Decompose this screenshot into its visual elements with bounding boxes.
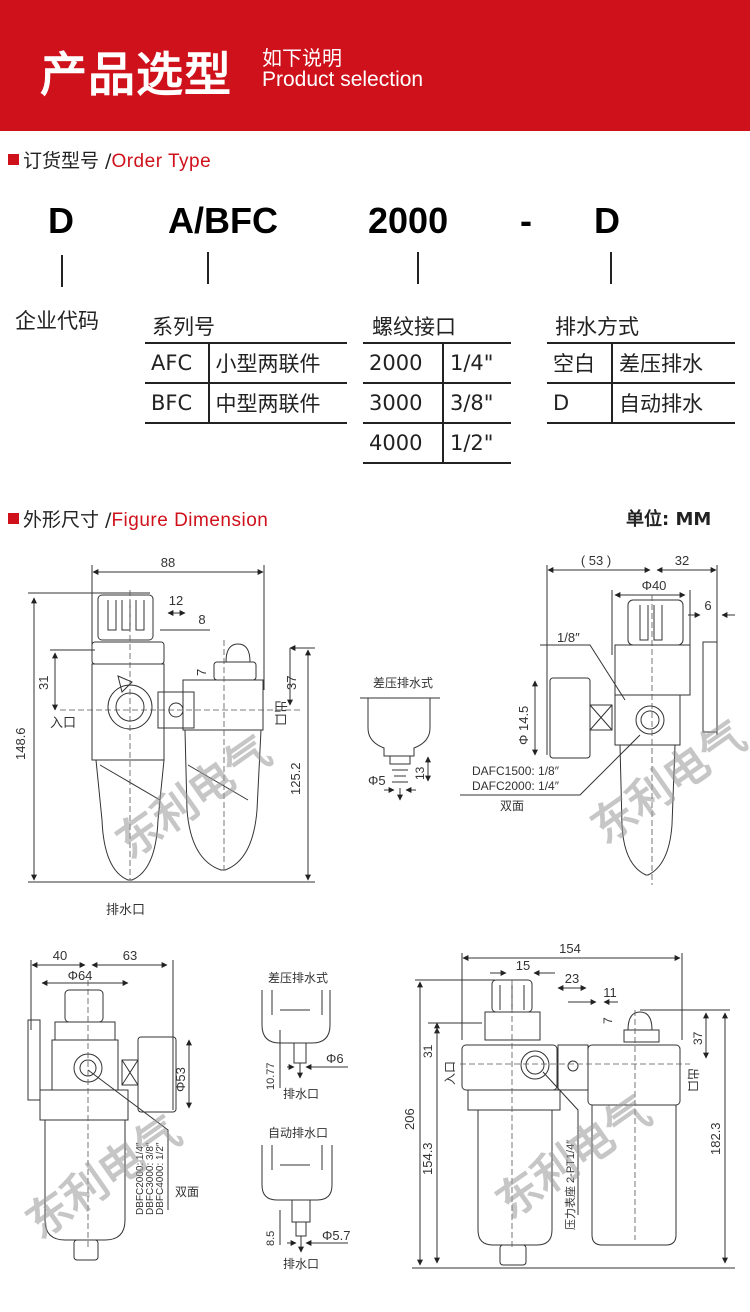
- drawing-afc-front: 88 12 8 7 31 37 148.6 125.2 入口 出口 排水口 东利…: [13, 555, 315, 917]
- dim-12: 12: [169, 593, 183, 608]
- note-dbfc4000: DBFC4000: 1/2″: [155, 1142, 166, 1215]
- dim-len-b: 8.5: [265, 1231, 277, 1246]
- bullet-square-icon: [8, 154, 19, 165]
- dim-8: 8: [198, 612, 205, 627]
- dim-63: 63: [123, 948, 137, 963]
- thread-header: 螺纹接口: [372, 315, 456, 339]
- dim-width: 88: [161, 555, 175, 570]
- note-dbfc3000: DBFC3000: 3/8″: [145, 1142, 156, 1215]
- dim-width: 154: [559, 941, 581, 956]
- figure-dimension-title-cn: 外形尺寸 /: [23, 509, 112, 531]
- dim-64: Φ64: [68, 968, 93, 983]
- dim-37: 37: [691, 1031, 705, 1045]
- connector-line: [610, 252, 612, 284]
- dim-len: 13: [413, 766, 427, 780]
- drain-label: 排水口: [106, 902, 145, 917]
- watermark: 东利电气: [108, 727, 280, 868]
- order-type-title-en: Order Type: [111, 151, 212, 172]
- dim-40: 40: [53, 948, 67, 963]
- table-row: 空白差压排水: [547, 342, 735, 384]
- drawing-side-view: ( 53 ) 32 Φ40 6 1/8″ Φ 14.5 DAFC1500: 1/…: [460, 553, 750, 885]
- outlet-label: 出口: [273, 700, 288, 726]
- series-header: 系列号: [152, 315, 215, 339]
- dim-dia-a: Φ6: [326, 1051, 344, 1066]
- gauge-seat-note: 压力表座 2-PT1/4″: [563, 1140, 577, 1230]
- dim-23: 23: [565, 971, 579, 986]
- dim-7: 7: [194, 669, 209, 676]
- dim-7: 7: [601, 1017, 615, 1024]
- dim-11: 11: [603, 985, 617, 1000]
- connector-line: [417, 252, 419, 284]
- dim-len-a: 10.77: [265, 1062, 277, 1090]
- code-part-drain: D: [594, 200, 620, 241]
- inlet-label: 入口: [443, 1061, 457, 1085]
- company-code-label: 企业代码: [15, 309, 99, 333]
- header-banner: 产品选型 如下说明 Product selection: [0, 0, 750, 131]
- drawing-drain-detail: 差压排水式 Φ5 13: [360, 676, 440, 801]
- dim-dia: Φ5: [368, 773, 386, 788]
- banner-subtitle-en: Product selection: [262, 68, 424, 91]
- watermark: 东利电气: [583, 712, 750, 853]
- dim-32: 32: [675, 553, 689, 568]
- code-part-thread: 2000: [368, 200, 449, 241]
- drain-variant-a-title: 差压排水式: [268, 971, 328, 985]
- note-double-side: 双面: [500, 799, 524, 813]
- drain-detail-title: 差压排水式: [373, 676, 433, 690]
- dim-31: 31: [421, 1044, 435, 1058]
- dim-height-right: 125.2: [288, 762, 303, 795]
- drawing-bfc-front: 154 15 23 11 7 31 37 206 154.3 182.3 入口 …: [402, 941, 735, 1269]
- port-size: 1/8″: [557, 630, 580, 645]
- dim-15: 15: [516, 958, 530, 973]
- dim-height-total: 206: [402, 1108, 417, 1130]
- drain-variant-b-title: 自动排水口: [268, 1126, 328, 1140]
- gauge-dia: Φ 14.5: [516, 706, 531, 745]
- connector-line: [207, 252, 209, 284]
- dim-height-right: 182.3: [708, 1122, 723, 1155]
- drain-b-label: 排水口: [283, 1257, 319, 1271]
- dim-31: 31: [36, 676, 51, 690]
- drawing-drain-variants: 差压排水式 10.77 Φ6 排水口 自动排水口 8.5 Φ5.7 排水口: [261, 971, 350, 1271]
- dim-37: 37: [284, 676, 299, 690]
- bullet-square-icon: [8, 513, 19, 524]
- code-part-series: A/BFC: [168, 200, 278, 241]
- inlet-label: 入口: [50, 715, 76, 730]
- dim-40: Φ40: [642, 578, 667, 593]
- banner-title: 产品选型: [40, 48, 232, 103]
- drain-header: 排水方式: [555, 315, 639, 339]
- figure-dimension-title-en: Figure Dimension: [111, 510, 269, 531]
- unit-label: 单位: MM: [626, 509, 712, 530]
- order-type-title-cn: 订货型号 /: [23, 150, 112, 172]
- note-double-side: 双面: [175, 1185, 199, 1199]
- drawing-bfc-side: 40 63 Φ64 Φ53 DBFC2000: 1/4″ DBFC3000: 3…: [18, 948, 199, 1261]
- figure-dimension-heading: 外形尺寸 /Figure Dimension: [8, 505, 268, 532]
- connector-line: [61, 255, 63, 287]
- note-dbfc2000: DBFC2000: 1/4″: [135, 1142, 146, 1215]
- dim-53: ( 53 ): [581, 553, 611, 568]
- drain-a-label: 排水口: [283, 1087, 319, 1101]
- dim-height-total: 148.6: [13, 727, 28, 760]
- dim-dia-b: Φ5.7: [322, 1228, 350, 1243]
- note-dafc2000: DAFC2000: 1/4″: [472, 779, 560, 793]
- dim-6: 6: [704, 598, 711, 613]
- dim-53: Φ53: [173, 1067, 188, 1092]
- note-dafc1500: DAFC1500: 1/8″: [472, 764, 560, 778]
- code-part-dash: -: [520, 200, 532, 241]
- banner-subtitle-cn: 如下说明: [262, 46, 342, 70]
- outlet-label: 出口: [686, 1068, 700, 1092]
- code-part-company: D: [48, 200, 74, 241]
- dim-height-left: 154.3: [420, 1142, 435, 1175]
- order-type-heading: 订货型号 /Order Type: [8, 146, 211, 173]
